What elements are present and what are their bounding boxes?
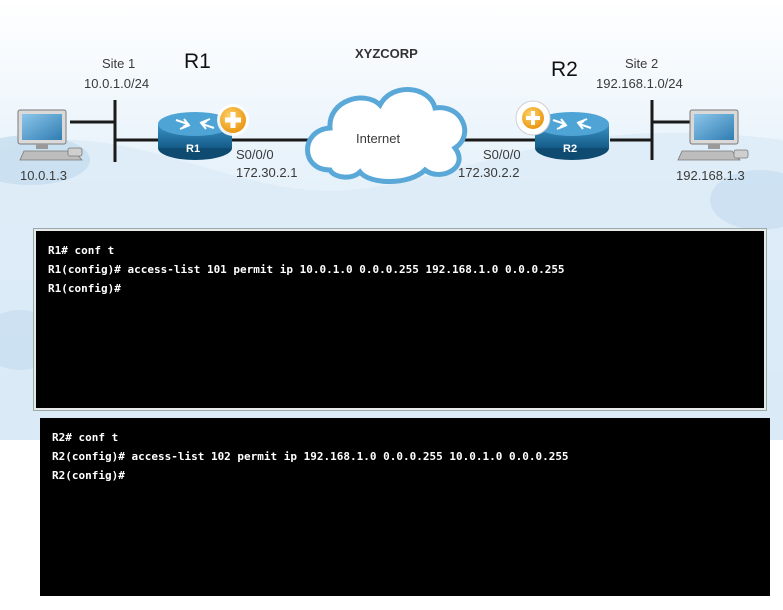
terminal-line: R2# conf t (52, 431, 119, 444)
r1-interface-ip-label: 172.30.2.1 (236, 165, 298, 180)
terminal-line: R1# conf t (48, 244, 115, 257)
terminal-line: R2(config)# (52, 469, 125, 482)
r2-terminal[interactable]: R2# conf t R2(config)# access-list 102 p… (40, 418, 770, 596)
cloud-label: Internet (356, 131, 401, 146)
plus-badge-icon (515, 100, 551, 136)
pc-icon (677, 109, 749, 161)
r2-badge-label: R2 (563, 143, 578, 155)
host1-ip-label: 10.0.1.3 (20, 168, 67, 183)
company-label: XYZCORP (355, 46, 418, 61)
terminal-line: R1(config)# (48, 282, 121, 295)
r2-interface-ip-label: 172.30.2.2 (458, 165, 520, 180)
plus-badge-icon (217, 104, 249, 136)
r1-name-label: R1 (184, 50, 211, 73)
cloud-icon (305, 87, 468, 184)
r1-terminal[interactable]: R1# conf t R1(config)# access-list 101 p… (34, 229, 766, 410)
pc-icon (17, 109, 83, 161)
r1-badge-label: R1 (186, 143, 201, 155)
lan-segment-site1 (70, 100, 160, 162)
site1-subnet-label: 10.0.1.0/24 (84, 76, 150, 91)
terminal-line: R1(config)# access-list 101 permit ip 10… (48, 263, 565, 276)
site1-label: Site 1 (102, 56, 136, 71)
r1-interface-label: S0/0/0 (236, 147, 274, 162)
site2-subnet-label: 192.168.1.0/24 (596, 76, 683, 91)
terminal-line: R2(config)# access-list 102 permit ip 19… (52, 450, 569, 463)
host2-ip-label: 192.168.1.3 (676, 168, 745, 183)
r2-name-label: R2 (551, 58, 578, 81)
site2-label: Site 2 (625, 56, 659, 71)
router-icon (158, 112, 232, 160)
network-topology (17, 87, 749, 184)
lan-segment-site2 (610, 100, 690, 160)
r2-interface-label: S0/0/0 (483, 147, 521, 162)
